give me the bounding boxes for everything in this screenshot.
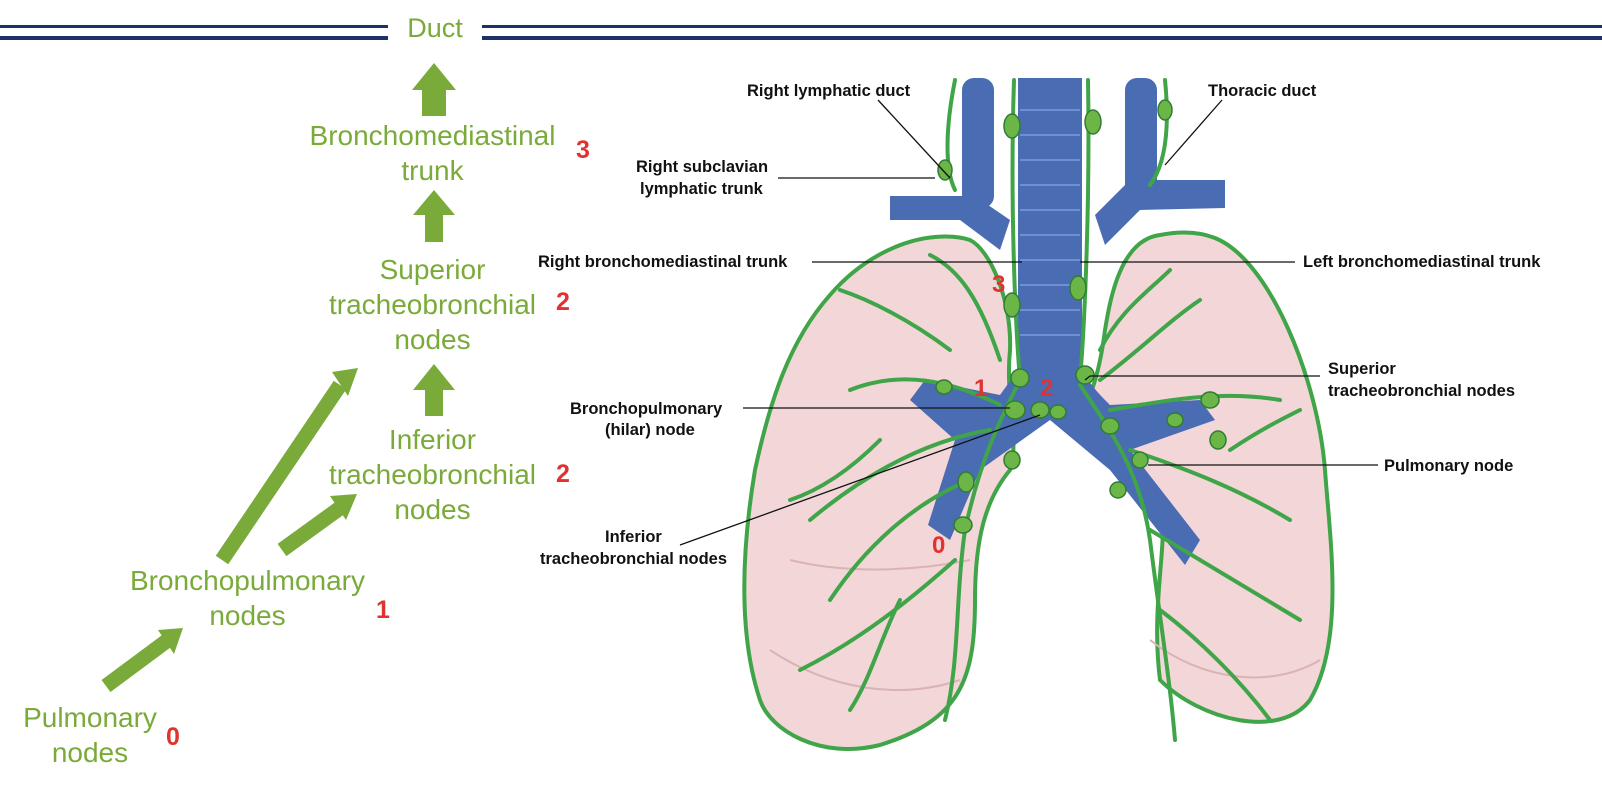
- header-rule-top: [0, 25, 1602, 28]
- label-right-subclavian-2: lymphatic trunk: [640, 180, 764, 198]
- arrow-bronchopulmonary-to-superior: [215, 380, 347, 565]
- level-inferior: 2: [556, 460, 570, 488]
- label-left-bronchomediastinal: Left bronchomediastinal trunk: [1303, 253, 1541, 271]
- arrow-up-to-superior: [413, 364, 455, 416]
- flow-bronchopulmonary-nodes: Bronchopulmonary nodes: [129, 565, 366, 631]
- right-lung: [742, 234, 1016, 751]
- level-bronchomediastinal: 3: [576, 136, 590, 164]
- label-superior-1: Superior: [1328, 360, 1396, 378]
- arrow-bronchopulmonary-to-inferior: [277, 501, 345, 557]
- label-right-lymphatic-duct: Right lymphatic duct: [747, 82, 911, 100]
- label-superior-2: tracheobronchial nodes: [1328, 382, 1515, 400]
- label-inferior-2: tracheobronchial nodes: [540, 550, 727, 568]
- label-pulmonary-node: Pulmonary node: [1384, 457, 1513, 475]
- mark-level-carina: 2: [1040, 375, 1053, 402]
- mark-level-lower: 0: [932, 532, 945, 559]
- flow-bronchomediastinal-trunk: Bronchomediastinal trunk: [309, 120, 556, 186]
- level-pulmonary: 0: [166, 723, 180, 751]
- arrow-up-to-bronchomediastinal: [413, 190, 455, 242]
- flow-superior-tracheobronchial: Superior tracheobronchial nodes: [328, 254, 537, 355]
- level-superior: 2: [556, 288, 570, 316]
- level-bronchopulmonary: 1: [376, 596, 390, 624]
- label-thoracic-duct: Thoracic duct: [1208, 82, 1317, 100]
- header-rule-bottom: [0, 36, 1602, 40]
- label-right-subclavian-1: Right subclavian: [636, 158, 768, 176]
- flow-inferior-tracheobronchial: Inferior tracheobronchial nodes: [328, 424, 537, 525]
- mark-level-hilar: 1: [974, 375, 987, 402]
- flow-arrows: [101, 63, 456, 693]
- arrow-up-to-duct: [412, 63, 456, 116]
- label-bronchopulmonary-2: (hilar) node: [605, 421, 695, 439]
- mark-level-trunk: 3: [992, 271, 1005, 298]
- label-right-bronchomediastinal: Right bronchomediastinal trunk: [538, 253, 788, 271]
- arrow-pulmonary-to-bronchopulmonary: [101, 633, 173, 693]
- label-inferior-1: Inferior: [605, 528, 662, 546]
- trachea: [910, 78, 1215, 565]
- flow-pulmonary-nodes: Pulmonary nodes: [23, 702, 157, 768]
- duct-title: Duct: [388, 6, 482, 50]
- label-bronchopulmonary-1: Bronchopulmonary: [570, 400, 723, 418]
